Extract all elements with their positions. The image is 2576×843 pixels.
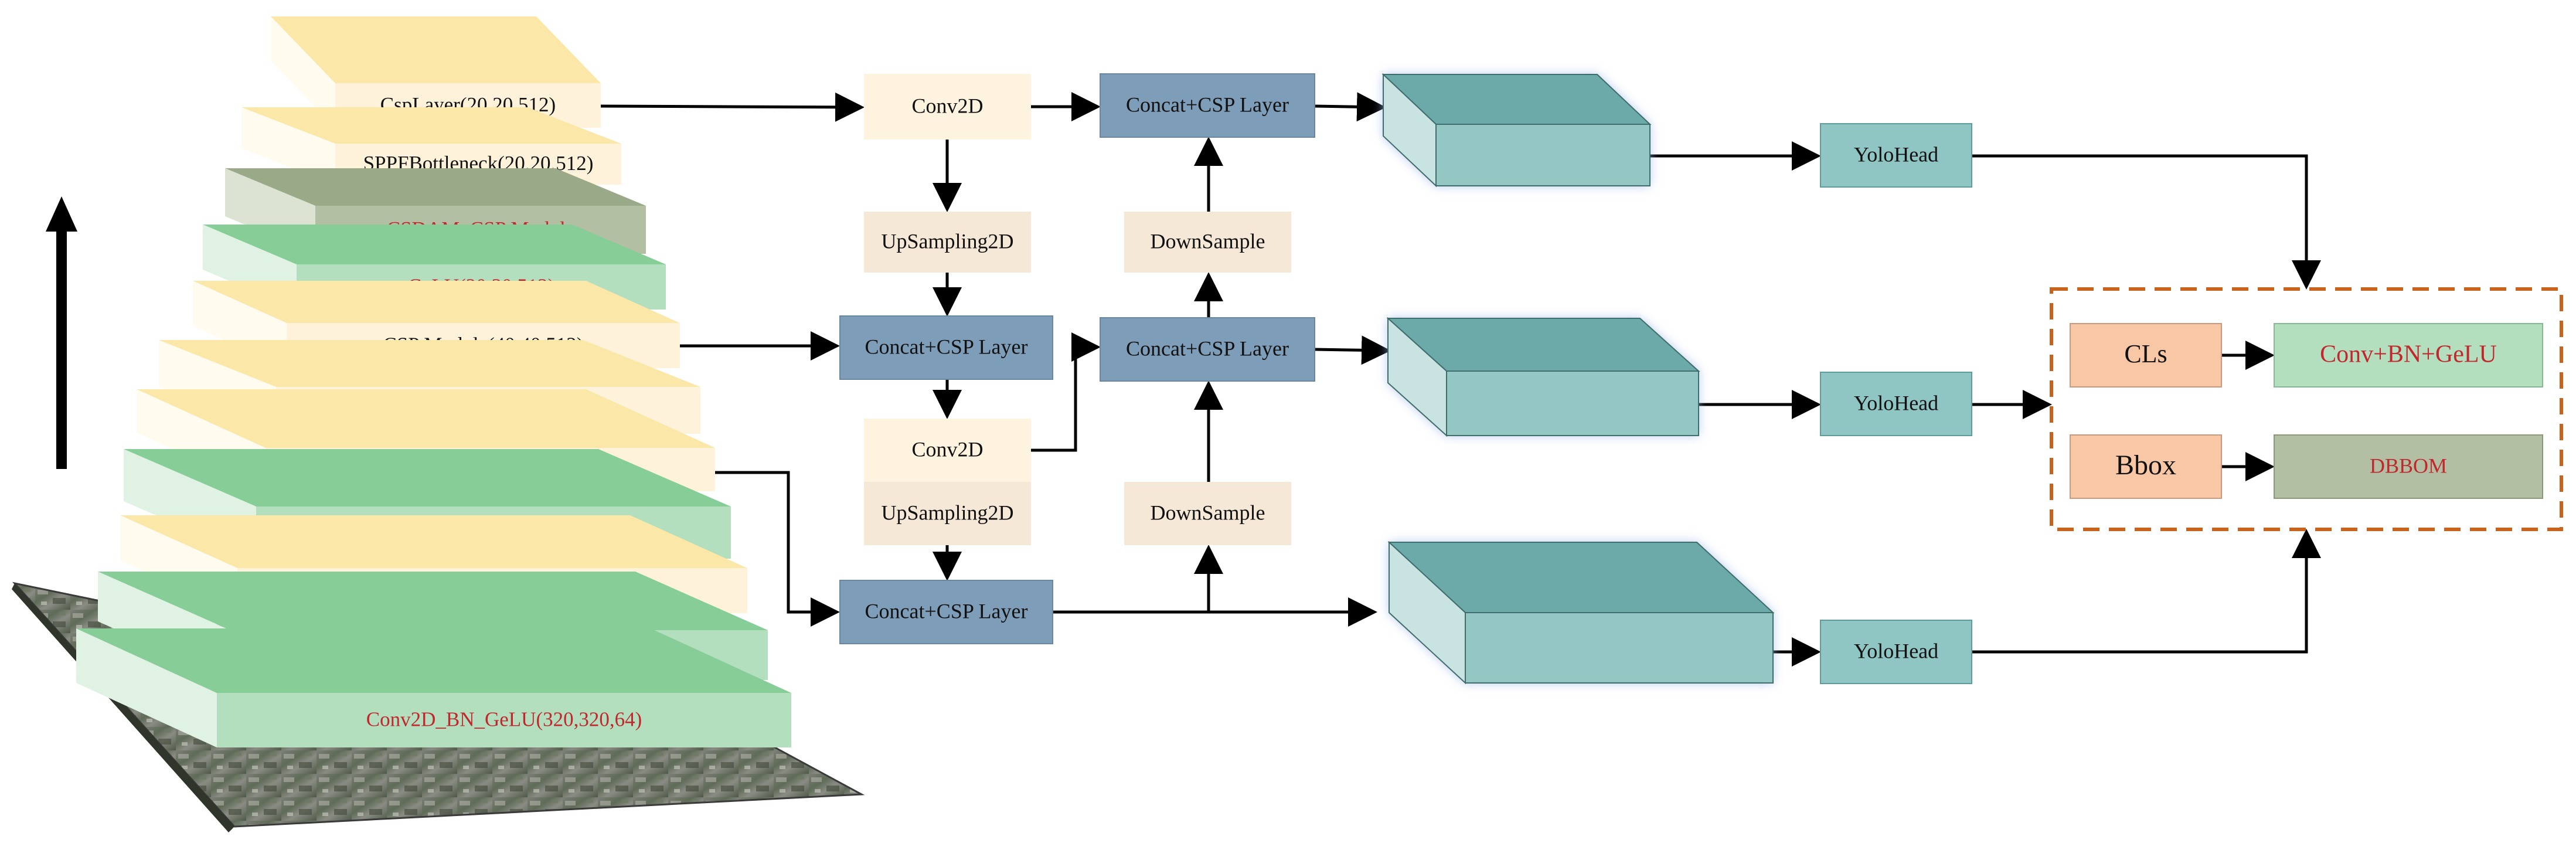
dbbom-node: DBBOM <box>2274 434 2543 499</box>
yolohead-3-node-box <box>1820 620 1972 684</box>
layer-top-face <box>137 389 715 448</box>
feature-cube-medium-front <box>1446 370 1699 436</box>
layer-side-face <box>76 628 217 747</box>
backbone-layer-label: Conv2D_BN_GeLU(320,320,64) <box>366 708 642 731</box>
conv-bn-gelu-node: Conv+BN+GeLU <box>2274 323 2543 387</box>
cls-node-box <box>2070 323 2222 387</box>
conv2d-mid-node: Conv2D <box>864 419 1031 482</box>
layer-top-face <box>271 16 601 83</box>
bbox-node-box <box>2070 434 2222 499</box>
yolohead-1-node-label: YoloHead <box>1854 142 1938 166</box>
concat-top-right-node: Concat+CSP Layer <box>1100 73 1315 138</box>
cls-node-label: CLs <box>2124 339 2167 368</box>
downsample-bottom-node-box <box>1124 482 1291 545</box>
feature-cube-medium <box>1386 317 1700 437</box>
conv-bn-gelu-node-box <box>2274 323 2543 387</box>
yolohead-1-node: YoloHead <box>1820 123 1972 188</box>
feature-cube-large <box>1387 541 1775 685</box>
up-arrow-head <box>46 196 77 232</box>
concat-mid-right-node: Concat+CSP Layer <box>1100 317 1315 382</box>
downsample-top-node-label: DownSample <box>1151 229 1265 253</box>
connector-20 <box>1972 154 2321 290</box>
concat-mid-right-node-box <box>1100 317 1315 382</box>
conv2d-mid-node-box <box>864 419 1031 482</box>
concat-bottom-node-label: Concat+CSP Layer <box>865 599 1028 623</box>
connectors <box>600 92 2321 667</box>
output-box: CLs Conv+BN+GeLU Bbox DBBOM <box>2050 287 2563 531</box>
layer-top-face <box>159 340 700 387</box>
concat-mid-left-node-label: Concat+CSP Layer <box>865 335 1028 358</box>
feature-cubes <box>1381 73 1775 685</box>
concat-mid-right-node-label: Concat+CSP Layer <box>1126 336 1289 360</box>
downsample-top-node-box <box>1124 212 1291 273</box>
downsample-top-node: DownSample <box>1124 212 1291 273</box>
yolohead-2-node-label: YoloHead <box>1854 391 1938 414</box>
upsampling-top-node-label: UpSampling2D <box>881 229 1013 253</box>
layer-top-face <box>124 449 731 507</box>
upsampling-top-node: UpSampling2D <box>864 212 1031 273</box>
backbone-stack: CspLayer(20,20,512)SPPFBottleneck(20,20,… <box>76 16 791 747</box>
feature-cube-large-front <box>1465 612 1774 684</box>
yolohead-1-node-box <box>1820 123 1972 188</box>
backbone-layer-11: Conv2D_BN_GeLU(320,320,64) <box>76 628 791 747</box>
conv2d-top-node-label: Conv2D <box>911 94 983 117</box>
aerial-image-edge <box>12 583 234 832</box>
connector-3 <box>715 471 840 627</box>
upsampling-mid-node-label: UpSampling2D <box>881 501 1013 524</box>
concat-mid-left-node: Concat+CSP Layer <box>839 315 1053 380</box>
dbbom-node-label: DBBOM <box>2370 454 2447 477</box>
dbbom-node-box <box>2274 434 2543 499</box>
connector-16 <box>1314 335 1391 365</box>
downsample-bottom-node-label: DownSample <box>1151 501 1265 524</box>
output-dashed-frame <box>2050 287 2563 531</box>
layer-top-face <box>193 281 680 323</box>
layer-top-face <box>241 107 621 144</box>
bbox-node-label: Bbox <box>2115 450 2176 481</box>
concat-top-right-node-label: Concat+CSP Layer <box>1126 93 1289 116</box>
cls-node: CLs <box>2070 323 2222 387</box>
layer-top-face <box>98 572 768 630</box>
feature-cube-small-front <box>1435 124 1651 186</box>
conv2d-mid-node-label: Conv2D <box>911 437 983 461</box>
upsampling-mid-node: UpSampling2D <box>864 482 1031 545</box>
conv2d-top-node: Conv2D <box>864 74 1031 140</box>
layer-side-face <box>271 16 335 128</box>
connector-10 <box>1053 545 1223 614</box>
layer-top-face <box>203 225 666 264</box>
layer-top-face <box>76 628 791 693</box>
feature-cube-small <box>1381 73 1652 188</box>
bbox-node: Bbox <box>2070 434 2222 499</box>
layer-top-face <box>120 515 747 568</box>
concat-bottom-node-box <box>839 580 1053 644</box>
conv-bn-gelu-node-label: Conv+BN+GeLU <box>2320 341 2497 368</box>
layer-front-face <box>217 693 791 747</box>
concat-bottom-node: Concat+CSP Layer <box>839 580 1053 644</box>
layer-side-face <box>241 107 335 185</box>
concat-top-right-node-box <box>1100 73 1315 138</box>
yolohead-2-node: YoloHead <box>1820 372 1972 436</box>
up-arrow <box>46 196 77 469</box>
connector-22 <box>1972 529 2321 654</box>
connector-1 <box>600 92 865 122</box>
downsample-bottom-node: DownSample <box>1124 482 1291 545</box>
layer-top-face <box>225 168 646 206</box>
upsampling-mid-node-box <box>864 482 1031 545</box>
connector-15 <box>1314 92 1386 122</box>
upsampling-top-node-box <box>864 212 1031 273</box>
concat-mid-left-node-box <box>839 315 1053 380</box>
yolohead-2-node-box <box>1820 372 1972 436</box>
yolohead-3-node-label: YoloHead <box>1854 639 1938 662</box>
yolohead-3-node: YoloHead <box>1820 620 1972 684</box>
conv2d-top-node-box <box>864 74 1031 140</box>
connector-9 <box>1031 332 1101 452</box>
